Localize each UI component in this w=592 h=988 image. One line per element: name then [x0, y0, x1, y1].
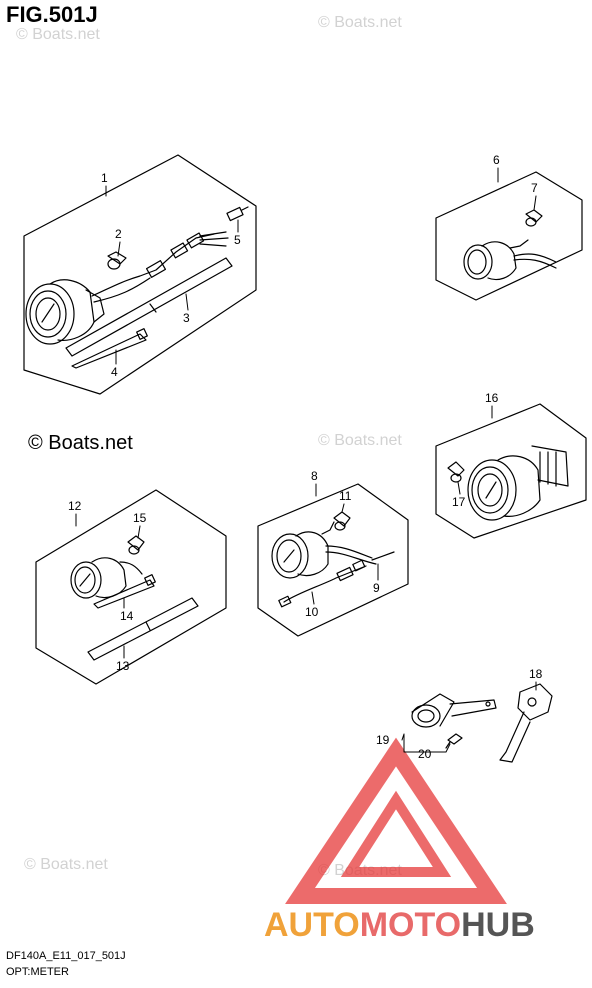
callout-6: 6 — [493, 153, 500, 167]
callout-18: 18 — [529, 667, 543, 681]
callouts: 1 2 3 4 5 6 7 8 9 10 11 12 13 14 15 16 1… — [68, 153, 543, 761]
callout-17: 17 — [452, 495, 466, 509]
brand-part-auto: AUTO — [264, 906, 360, 944]
copyright-notice: © Boats.net — [28, 432, 133, 454]
brand-part-moto: MOTO — [359, 906, 462, 944]
watermark-bottom-left: © Boats.net — [24, 856, 108, 873]
panel-group-16 — [435, 403, 587, 539]
bulb-7 — [525, 209, 543, 227]
tube-13 — [87, 597, 199, 661]
screw-20 — [445, 733, 463, 749]
tie-14 — [93, 574, 156, 609]
bulb-17 — [447, 461, 465, 483]
callout-14: 14 — [120, 609, 134, 623]
callout-8: 8 — [311, 469, 318, 483]
gauge-8 — [271, 521, 395, 579]
callout-15: 15 — [133, 511, 147, 525]
brand-logo — [285, 737, 507, 904]
harness-10 — [278, 559, 367, 608]
figure-title: FIG.501J — [6, 2, 98, 27]
callout-5: 5 — [234, 233, 241, 247]
panel-group-12 — [35, 489, 227, 685]
bulb-2 — [107, 251, 127, 270]
brand-wordmark: AUTOMOTOHUB — [264, 906, 535, 945]
panel-group-8 — [257, 483, 409, 637]
brand-part-hub: HUB — [461, 906, 535, 944]
callout-1: 1 — [101, 171, 108, 185]
connector-5 — [226, 206, 249, 222]
callout-7: 7 — [531, 181, 538, 195]
panel-group-6 — [435, 171, 583, 301]
watermark-mid-right: © Boats.net — [318, 432, 402, 449]
wire-harness-1 — [91, 233, 215, 297]
callout-16: 16 — [485, 391, 499, 405]
callout-13: 13 — [116, 659, 130, 673]
gauge-6 — [463, 239, 557, 281]
tube-3 — [65, 257, 233, 357]
watermark-top-right: © Boats.net — [318, 14, 402, 31]
callout-2: 2 — [115, 227, 122, 241]
callout-20: 20 — [418, 747, 432, 761]
tie-4 — [71, 328, 148, 369]
bulb-15 — [127, 535, 145, 555]
watermark-top-left: © Boats.net — [16, 26, 100, 43]
callout-11: 11 — [339, 489, 352, 503]
gauge-16 — [467, 445, 569, 521]
callout-3: 3 — [183, 311, 190, 325]
callout-19: 19 — [376, 733, 390, 747]
leader-lines — [75, 167, 537, 753]
diagram-subtitle: OPT:METER — [6, 966, 69, 978]
housing-19 — [411, 693, 497, 728]
gauge-12 — [70, 557, 143, 599]
callout-9: 9 — [373, 581, 380, 595]
bulb-11 — [333, 511, 351, 531]
callout-10: 10 — [305, 605, 319, 619]
diagram-code: DF140A_E11_017_501J — [6, 950, 126, 962]
bracket-18 — [499, 683, 553, 763]
gauge-1 — [25, 279, 105, 345]
callout-4: 4 — [111, 365, 118, 379]
callout-12: 12 — [68, 499, 82, 513]
panel-group-1 — [23, 154, 257, 395]
